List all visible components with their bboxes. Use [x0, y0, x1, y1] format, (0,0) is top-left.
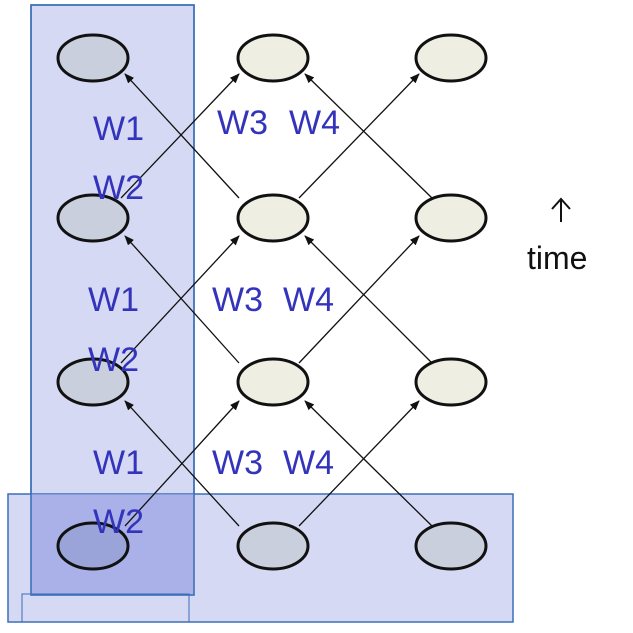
- node: [414, 357, 488, 407]
- node: [56, 193, 130, 243]
- column-band-border: [30, 4, 195, 596]
- edge-arrow: [124, 235, 240, 364]
- edge-arrow: [298, 73, 420, 199]
- time-label: time: [527, 240, 587, 276]
- node: [414, 521, 488, 571]
- node: [56, 357, 130, 407]
- edge-arrow: [120, 73, 240, 199]
- edge-arrow: [304, 400, 433, 527]
- weight-label-w1: W1: [93, 110, 144, 148]
- node: [236, 193, 310, 243]
- edge-arrow: [120, 235, 240, 364]
- node: [414, 33, 488, 83]
- time-indicator: time: [527, 197, 587, 276]
- nodes: [56, 33, 488, 571]
- edge-arrow: [124, 400, 240, 527]
- time-arrowhead-icon: [551, 197, 571, 210]
- edge-arrow: [298, 235, 420, 364]
- weight-label-w2: W2: [93, 169, 144, 207]
- edge-arrow: [124, 73, 240, 199]
- weight-labels: W1 W2 W3 W4 W1 W2 W3 W4 W1 W2 W3 W4: [88, 104, 340, 541]
- node: [56, 33, 130, 83]
- row-band-ghost-border: [21, 593, 190, 623]
- edge-arrow: [304, 235, 433, 364]
- edges: [120, 73, 433, 527]
- node: [236, 33, 310, 83]
- weight-label-w4: W4: [289, 104, 340, 142]
- weight-label-w4: W4: [283, 281, 334, 319]
- node: [236, 521, 310, 571]
- node: [236, 357, 310, 407]
- weight-label-w2: W2: [93, 503, 144, 541]
- edge-arrow: [304, 73, 433, 199]
- weight-label-w1: W1: [88, 281, 139, 319]
- node: [414, 193, 488, 243]
- weight-label-w4: W4: [283, 444, 334, 482]
- weight-label-w3: W3: [217, 104, 268, 142]
- node: [56, 521, 130, 571]
- weight-label-w2: W2: [88, 341, 139, 379]
- weight-label-w3: W3: [212, 281, 263, 319]
- weight-label-w3: W3: [212, 444, 263, 482]
- weight-label-w1: W1: [93, 444, 144, 482]
- edge-arrow: [298, 400, 420, 527]
